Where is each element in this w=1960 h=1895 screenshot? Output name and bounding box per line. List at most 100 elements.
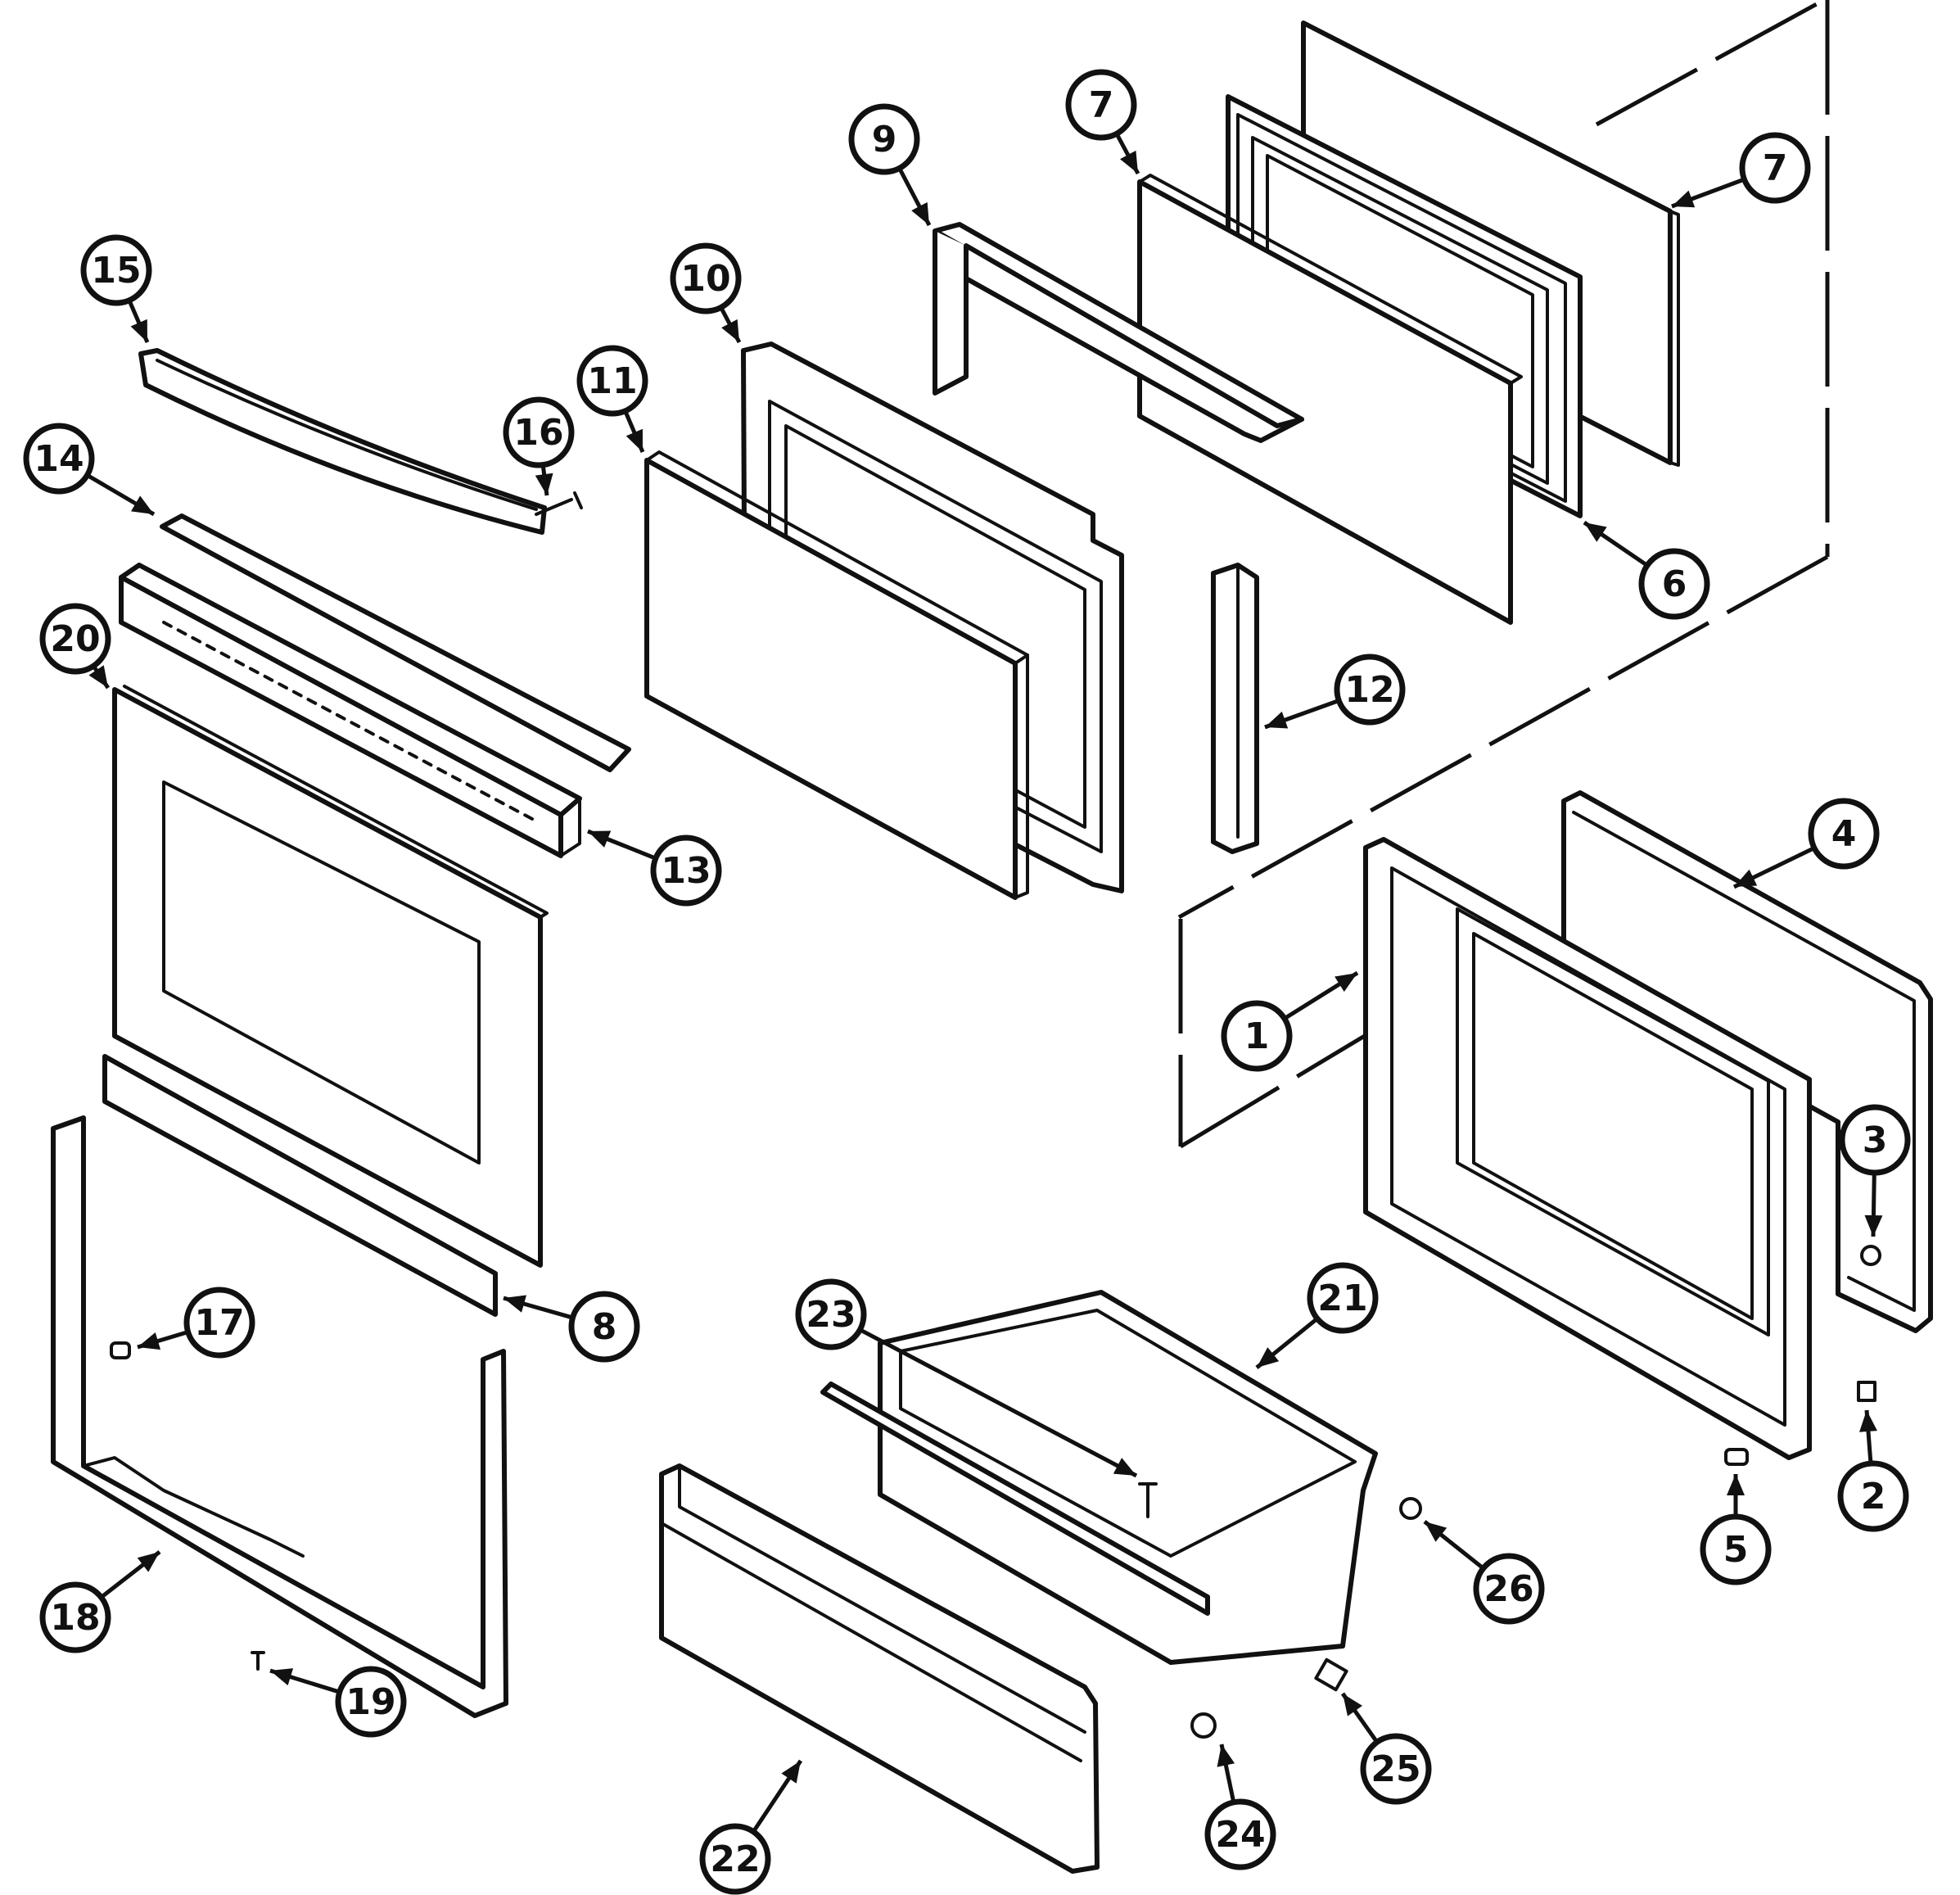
callout-c1: 1: [1221, 1000, 1293, 1072]
part-5-bumper: [1724, 1448, 1749, 1466]
part-17-door-bumper: [110, 1341, 131, 1359]
callout-circle: [795, 1278, 867, 1350]
callout-number: 4: [1831, 813, 1857, 855]
callout-number: 11: [587, 360, 637, 402]
callout-number: 19: [345, 1681, 395, 1723]
callout-c6: 6: [1638, 548, 1710, 620]
part-19-screw: [251, 1651, 265, 1671]
callout-circle: [1739, 132, 1811, 204]
callout-number: 10: [680, 258, 730, 300]
arrowhead-c24: [1217, 1744, 1235, 1767]
arrowhead-c17: [138, 1332, 161, 1350]
callout-number: 1: [1244, 1015, 1270, 1057]
part-21-storage-drawer: [820, 1290, 1378, 1665]
part-15-door-handle: [138, 348, 547, 535]
callout-circle: [1837, 1460, 1909, 1532]
callout-number: 26: [1484, 1568, 1533, 1610]
arrowhead-c4: [1734, 869, 1758, 887]
callout-c26: 26: [1473, 1553, 1545, 1625]
arrowhead-c22: [781, 1761, 801, 1784]
callout-c10: 10: [670, 242, 742, 314]
part-18-door-liner-frame: [51, 1115, 508, 1718]
arrowhead-c3: [1864, 1214, 1883, 1237]
callout-circle: [183, 1287, 255, 1359]
callout-c7a: 7: [1065, 69, 1137, 141]
callout-circle: [650, 834, 722, 907]
callout-number: 6: [1662, 563, 1687, 605]
callout-number: 8: [592, 1306, 617, 1348]
callout-number: 12: [1344, 669, 1394, 711]
arrowhead-c13: [588, 830, 612, 848]
callout-circle: [39, 603, 111, 675]
callout-c21: 21: [1307, 1262, 1379, 1334]
callout-number: 15: [91, 250, 141, 292]
callout-number: 9: [872, 119, 897, 161]
callout-circle: [1221, 1000, 1293, 1072]
callout-c3: 3: [1839, 1104, 1911, 1176]
callout-number: 25: [1371, 1748, 1420, 1790]
callout-c23: 23: [795, 1278, 867, 1350]
arrowhead-c25: [1343, 1694, 1362, 1716]
callout-number: 7: [1763, 147, 1788, 189]
callout-circle: [1360, 1733, 1432, 1805]
arrowhead-c21: [1257, 1347, 1280, 1368]
callout-c17: 17: [183, 1287, 255, 1359]
callout-number: 18: [50, 1597, 100, 1639]
callout-number: 17: [194, 1302, 244, 1344]
callout-c12: 12: [1334, 654, 1406, 726]
callout-c7b: 7: [1739, 132, 1811, 204]
arrowhead-c7a: [1120, 150, 1138, 174]
arrowhead-c12: [1265, 711, 1289, 729]
callout-c18: 18: [39, 1581, 111, 1653]
part-26-bumper: [1399, 1497, 1422, 1520]
part-8-door-trim-strip: [102, 1054, 498, 1317]
callout-number: 13: [661, 850, 711, 892]
arrowhead-c15: [130, 319, 147, 342]
arrowhead-c14: [131, 495, 154, 514]
arrowhead-c5: [1727, 1474, 1745, 1495]
callout-number: 7: [1089, 84, 1114, 126]
callout-c14: 14: [23, 423, 95, 495]
callout-circle: [335, 1666, 407, 1738]
arrowhead-c23: [1113, 1458, 1136, 1476]
part-3-bumper: [1860, 1245, 1881, 1266]
callout-c11: 11: [576, 345, 648, 417]
callout-number: 24: [1215, 1814, 1265, 1856]
callout-circle: [848, 103, 920, 175]
part-14-trim-strip: [160, 513, 631, 772]
callout-number: 21: [1317, 1278, 1367, 1319]
part-16-screw: [535, 491, 583, 516]
callout-circle: [1307, 1262, 1379, 1334]
callout-c16: 16: [503, 396, 575, 468]
part-20-outer-door-glass: [112, 685, 549, 1268]
callout-circle: [1204, 1798, 1276, 1870]
part-24-knob: [1190, 1712, 1217, 1739]
callout-number: 23: [806, 1294, 856, 1336]
callout-c19: 19: [335, 1666, 407, 1738]
callout-circle: [1839, 1104, 1911, 1176]
arrowhead-c6: [1584, 522, 1607, 542]
callout-circle: [80, 234, 152, 306]
arrowhead-c9: [911, 201, 929, 225]
arrowhead-c2: [1859, 1410, 1877, 1432]
leader-line-c23: [859, 1327, 1138, 1478]
arrowhead-c19: [270, 1668, 294, 1686]
callout-c15: 15: [80, 234, 152, 306]
callout-circle: [1065, 69, 1137, 141]
callout-c4: 4: [1808, 798, 1880, 870]
part-9-glass-retainer-frame: [933, 222, 1304, 443]
callout-circle: [699, 1823, 771, 1895]
callout-c20: 20: [39, 603, 111, 675]
callout-circle: [670, 242, 742, 314]
callout-c2: 2: [1837, 1460, 1909, 1532]
callout-circle: [503, 396, 575, 468]
callout-number: 20: [50, 618, 100, 660]
callout-circle: [1808, 798, 1880, 870]
arrowhead-c11: [625, 428, 643, 452]
arrowhead-c16: [535, 473, 553, 495]
arrowhead-c18: [137, 1552, 160, 1572]
callout-circle: [39, 1581, 111, 1653]
callout-circle: [23, 423, 95, 495]
part-2-clip: [1857, 1381, 1876, 1402]
part-22-drawer-front: [659, 1463, 1100, 1874]
